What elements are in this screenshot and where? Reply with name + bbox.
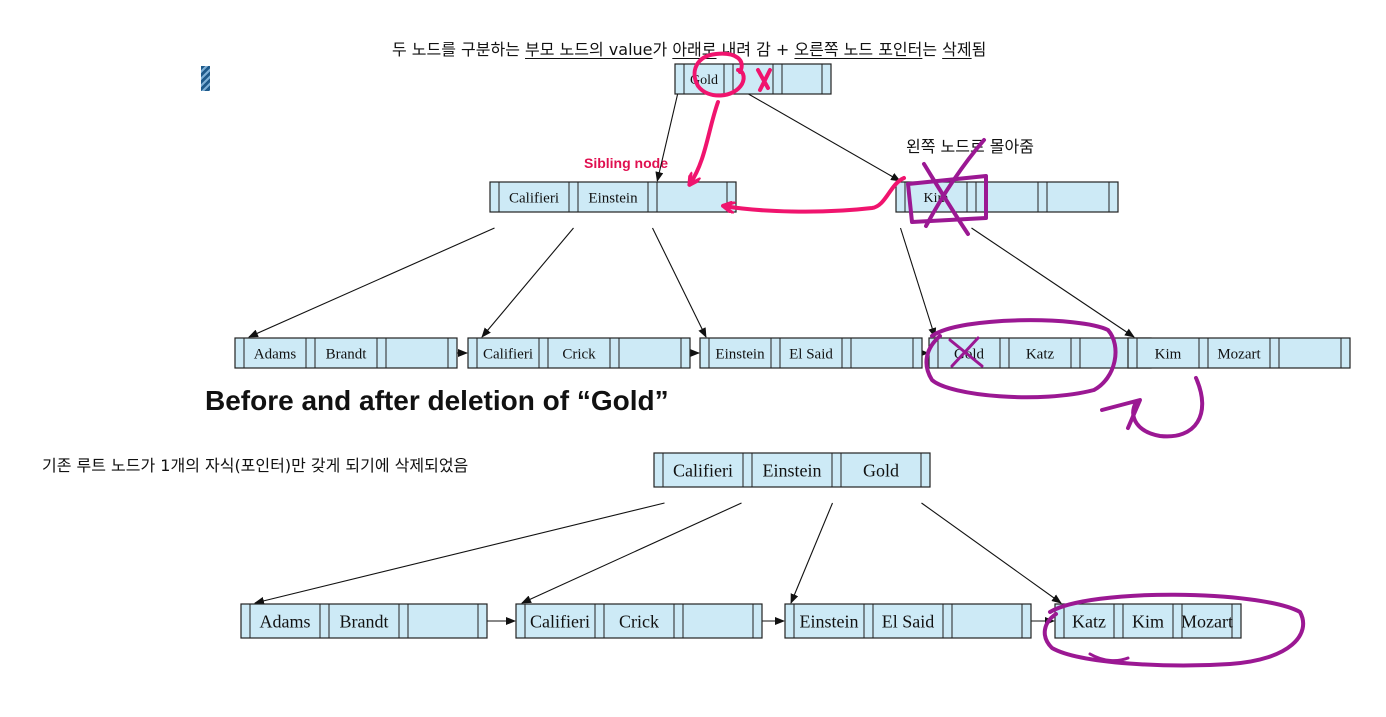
tree-edge <box>521 502 742 604</box>
tree-edge <box>652 227 707 338</box>
tree-edge <box>971 227 1135 338</box>
node-key: Einstein <box>588 190 638 206</box>
pink-circle-gold <box>692 51 746 98</box>
after-leaf-0: Adams Brandt <box>240 603 488 639</box>
diagram-caption: Before and after deletion of “Gold” <box>205 385 669 416</box>
after-root-node: Califieri Einstein Gold <box>653 452 931 488</box>
node-key: Adams <box>254 346 297 362</box>
node-key: Califieri <box>483 346 533 362</box>
node-key: Califieri <box>509 190 559 206</box>
node-key: Brandt <box>326 346 368 362</box>
pink-arrow-merge-left <box>724 176 906 212</box>
before-leaf-2: Einstein El Said <box>699 337 923 369</box>
node-key: Katz <box>1072 611 1106 631</box>
purple-loop-tail <box>1088 652 1130 663</box>
after-leaf-1: Califieri Crick <box>515 603 763 639</box>
node-key: Mozart <box>1181 611 1233 631</box>
node-key: Califieri <box>530 611 590 631</box>
after-leaf-3: Katz Kim Mozart <box>1054 603 1242 639</box>
node-key: Califieri <box>673 460 733 480</box>
purple-x-b <box>924 138 986 228</box>
node-key: Crick <box>562 346 596 362</box>
top-annotation: 두 노드를 구분하는 부모 노드의 value가 아래로 내려 감 + 오른쪽 … <box>392 40 987 59</box>
node-key: Adams <box>260 611 311 631</box>
node-key: Mozart <box>1217 346 1261 362</box>
hand-annotations <box>690 51 1306 668</box>
node-key: Einstein <box>715 346 765 362</box>
tree-edge <box>254 502 665 605</box>
before-leaf-4: Kim Mozart <box>1127 337 1351 369</box>
tree-edges <box>248 85 1147 625</box>
node-key: Katz <box>1026 346 1055 362</box>
tree-edge <box>481 227 574 338</box>
purple-curved-arrow <box>1131 376 1205 439</box>
after-leaf-2: Einstein El Said <box>784 603 1032 639</box>
pink-arrow-to-sibling <box>690 100 720 184</box>
node-key: El Said <box>882 611 935 631</box>
node-key: Einstein <box>800 611 859 631</box>
sibling-node-label: Sibling node <box>584 155 668 171</box>
purple-arrowhead <box>1100 398 1142 430</box>
before-internal-right: Kim <box>895 181 1119 213</box>
node-key: Crick <box>619 611 659 631</box>
node-key: Brandt <box>340 611 389 631</box>
purple-x-a <box>922 162 970 236</box>
before-leaf-0: Adams Brandt <box>234 337 458 369</box>
node-key: Kim <box>1132 611 1164 631</box>
purple-x-gold-leaf <box>948 336 984 368</box>
merge-left-annotation: 왼쪽 노드로 몰아줌 <box>906 137 1034 156</box>
purple-loop-merged-leaf <box>924 318 1118 400</box>
tree-edge <box>899 227 937 338</box>
node-key: Kim <box>1155 346 1182 362</box>
purple-box-kim <box>906 174 988 224</box>
root-deleted-annotation: 기존 루트 노드가 1개의 자식(포인터)만 갖게 되기에 삭제되었음 <box>42 456 469 475</box>
node-key: El Said <box>789 346 833 362</box>
tree-edge <box>790 502 834 604</box>
before-internal-left: Califieri Einstein <box>489 181 737 213</box>
node-key: Gold <box>863 460 899 480</box>
tree-edge <box>921 502 1062 604</box>
before-leaf-1: Califieri Crick <box>467 337 691 369</box>
pink-x-mark <box>756 68 772 92</box>
purple-loop-final-leaf <box>1042 592 1306 668</box>
tree-edge <box>655 85 681 182</box>
node-key: Einstein <box>763 460 822 480</box>
slide-badge-icon <box>201 66 210 91</box>
tree-edge <box>248 227 495 338</box>
tree-edge <box>734 85 901 182</box>
